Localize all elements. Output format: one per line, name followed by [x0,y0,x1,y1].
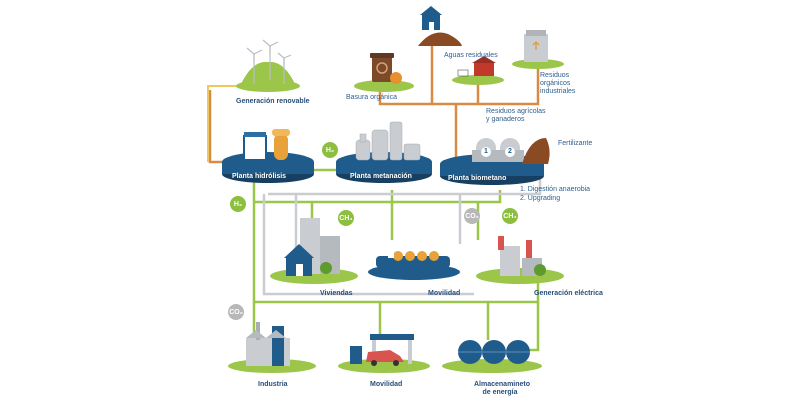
label-process-1: 1. Digestión anaerobia [520,186,591,193]
label-agri-waste: Residuos agrícolas y ganaderos [486,108,546,123]
digester-number-1: 1 [484,148,488,155]
label-power-gen: Generación eléctrica [534,290,603,297]
ship-mobility [368,250,460,280]
trash-bin-icon [372,56,392,82]
electrolyzer-icon [243,135,267,161]
label-hydrolysis: Planta hidrólisis [232,173,287,180]
label-biowaste: Basura orgánica [346,94,397,101]
agri-waste [452,56,504,85]
badge-h2-left: H₂ [230,196,246,212]
label-process-2: 2. Upgrading [520,195,561,202]
housing [270,218,358,284]
barn-icon [474,62,494,76]
label-mobility-ship: Movilidad [428,290,461,297]
methanation-plant [336,121,432,183]
label-wastewater: Aguas residuales [444,52,498,59]
car-icon [366,350,404,362]
industrial-waste [512,30,564,69]
hydrolysis-plant [222,129,314,183]
label-mobility-car: Movilidad [370,381,403,388]
car-mobility [338,334,430,373]
label-industry: Industria [258,381,288,388]
wind-turbine-icon [246,39,292,84]
label-storage: Almacenamineto de energía [474,381,531,396]
badge-ch4-housing: CH₄ [338,210,354,226]
power-plant-icon [500,246,520,276]
label-methanation: Planta metanación [350,173,412,180]
power-plant [476,236,564,284]
biomethane-plant [440,138,550,185]
industry-site [228,322,316,373]
h2-tank-icon [274,134,288,160]
renewable-generation [236,39,300,92]
badge-co2-power: CO₂ [464,208,480,224]
label-biomethane: Planta biometano [448,175,507,182]
digester-number-2: 2 [508,148,512,155]
organic-trash [354,53,414,92]
digester-icon [472,138,524,162]
label-industrial-waste: Residuos orgánicos industriales [540,72,576,95]
badge-ch4-power: CH₄ [502,208,518,224]
storage-sphere-icon [458,340,530,364]
label-fertilizer: Fertilizante [558,140,593,147]
label-renewable: Generación renovable [236,98,310,105]
wastewater [418,6,462,46]
gas-station-icon [370,334,414,340]
reactor-icon [355,121,421,161]
co2-pipes [262,176,542,296]
badge-co2-industry: CO₂ [228,304,244,320]
fertilizer-pile-icon [522,138,550,164]
label-housing: Viviendas [320,290,353,297]
energy-storage [442,340,542,373]
gas-pipes [252,168,540,352]
badge-h2-top: H₂ [322,142,338,158]
